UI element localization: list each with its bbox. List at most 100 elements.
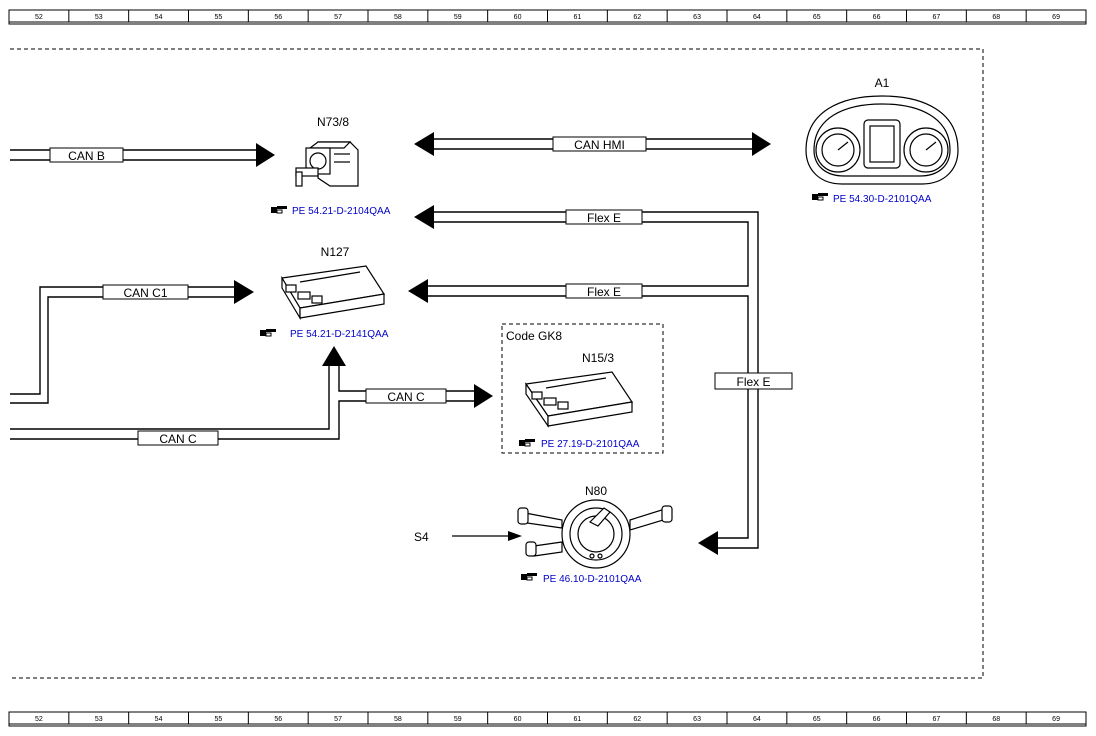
can-b-label-box: CAN B [49, 147, 124, 163]
ruler-label: 63 [693, 716, 701, 723]
ruler-label: 59 [454, 14, 462, 21]
n80-component[interactable]: N80 PE 46.10-D-2101QAA [517, 484, 673, 585]
ruler-label: 52 [35, 14, 43, 21]
can-c-label-2: CAN C [159, 432, 197, 446]
can-c1-label: CAN C1 [123, 286, 167, 300]
ruler-label: 53 [95, 14, 103, 21]
can-hmi-label-box: CAN HMI [552, 136, 647, 152]
s4-arrow [508, 531, 522, 541]
ruler-label: 64 [753, 716, 761, 723]
n127-component[interactable]: N127 PE 54.21-D-2141QAA [259, 245, 389, 340]
ruler-label: 52 [35, 716, 43, 723]
can-c1-line [10, 286, 234, 404]
n15-3-ref[interactable]: PE 27.19-D-2101QAA [518, 438, 640, 450]
can-c-label-box-1: CAN C [365, 388, 447, 404]
s4-label: S4 [414, 530, 429, 544]
ruler-label: 63 [693, 14, 701, 21]
flex-e-arrow-n127 [408, 279, 428, 303]
can-c1-arrow [234, 280, 254, 304]
ruler-label: 56 [274, 716, 282, 723]
ruler-label: 66 [873, 716, 881, 723]
flex-e-label-box-3: Flex E [714, 372, 793, 390]
can-c-arrow-up [322, 346, 346, 366]
n15-3-label: N15/3 [582, 351, 614, 365]
flex-e-arrow-n80 [698, 531, 718, 555]
a1-component[interactable]: A1 PE 54.30-D-2101QAA [805, 76, 959, 205]
ruler-label: 58 [394, 716, 402, 723]
reference-hand-icon [270, 205, 288, 214]
ruler-label: 59 [454, 716, 462, 723]
n73-8-label: N73/8 [317, 115, 349, 129]
can-c-arrow-right [474, 384, 493, 408]
flex-e-label-box-2: Flex E [565, 283, 643, 299]
n15-3-component[interactable]: Code GK8 N15/3 PE 27.19-D-2101QAA [501, 323, 664, 454]
can-hmi-label: CAN HMI [574, 138, 625, 152]
n73-8-component[interactable]: N73/8 PE 54.21-D-2104QAA [270, 115, 391, 217]
can-c-label-box-2: CAN C [137, 430, 219, 446]
ruler-label: 55 [215, 14, 223, 21]
ruler-label: 62 [633, 14, 641, 21]
ruler-label: 64 [753, 14, 761, 21]
can-c1-label-box: CAN C1 [102, 284, 189, 300]
flex-e-arrow-n73 [414, 205, 434, 229]
ruler-label: 65 [813, 14, 821, 21]
ruler-label: 68 [992, 14, 1000, 21]
ruler-label: 67 [933, 14, 941, 21]
a1-ref-label[interactable]: PE 54.30-D-2101QAA [833, 194, 932, 205]
ruler-label: 54 [155, 14, 163, 21]
ruler-label: 65 [813, 716, 821, 723]
ruler-label: 66 [873, 14, 881, 21]
n80-ref-label[interactable]: PE 46.10-D-2101QAA [543, 574, 642, 585]
ignition-lock-icon [295, 141, 359, 187]
flex-e-label-1: Flex E [587, 211, 621, 225]
flex-e-label-box-1: Flex E [565, 209, 643, 225]
control-module-icon [524, 371, 634, 428]
steering-column-module-icon [517, 499, 673, 569]
ruler-label: 60 [514, 716, 522, 723]
ruler-label: 62 [633, 716, 641, 723]
can-hmi-arrow-left [414, 132, 434, 156]
n15-3-ref-label[interactable]: PE 27.19-D-2101QAA [541, 439, 640, 450]
ruler-label: 69 [1052, 716, 1060, 723]
arrow-heads [234, 132, 771, 555]
ruler-label: 54 [155, 716, 163, 723]
can-hmi-arrow-right [752, 132, 771, 156]
control-module-icon [281, 265, 385, 321]
ruler-label: 57 [334, 716, 342, 723]
ruler-label: 53 [95, 716, 103, 723]
flex-e-label-2: Flex E [587, 285, 621, 299]
code-gk8-box [501, 323, 664, 454]
instrument-cluster-icon [805, 95, 959, 185]
reference-hand-icon [520, 572, 538, 581]
code-gk8-label: Code GK8 [506, 329, 562, 343]
ruler-label: 69 [1052, 14, 1060, 21]
flex-e-label-3: Flex E [736, 375, 770, 389]
top-ruler: 52 53 54 55 56 57 58 59 60 61 62 63 64 65 66 67 68 69 [8, 9, 1087, 25]
ruler-label: 61 [574, 14, 582, 21]
can-b-label: CAN B [68, 149, 105, 163]
ruler-label: 57 [334, 14, 342, 21]
can-b-arrow [256, 143, 275, 167]
ruler-label: 67 [933, 716, 941, 723]
a1-label: A1 [875, 76, 890, 90]
a1-ref[interactable]: PE 54.30-D-2101QAA [811, 192, 932, 205]
ruler-label: 55 [215, 716, 223, 723]
n80-ref[interactable]: PE 46.10-D-2101QAA [520, 572, 642, 585]
n73-8-ref-label[interactable]: PE 54.21-D-2104QAA [292, 206, 391, 217]
reference-hand-icon [518, 438, 536, 447]
ruler-label: 58 [394, 14, 402, 21]
ruler-label: 60 [514, 14, 522, 21]
can-c-label-1: CAN C [387, 390, 425, 404]
s4-component: S4 [414, 530, 522, 544]
n127-label: N127 [321, 245, 350, 259]
n73-8-ref[interactable]: PE 54.21-D-2104QAA [270, 205, 391, 217]
n127-ref[interactable]: PE 54.21-D-2141QAA [259, 328, 389, 340]
dashed-frame [10, 48, 984, 679]
reference-hand-icon [259, 328, 277, 337]
ruler-label: 61 [574, 716, 582, 723]
n127-ref-label[interactable]: PE 54.21-D-2141QAA [290, 329, 389, 340]
ruler-label: 56 [274, 14, 282, 21]
reference-hand-icon [811, 192, 829, 201]
